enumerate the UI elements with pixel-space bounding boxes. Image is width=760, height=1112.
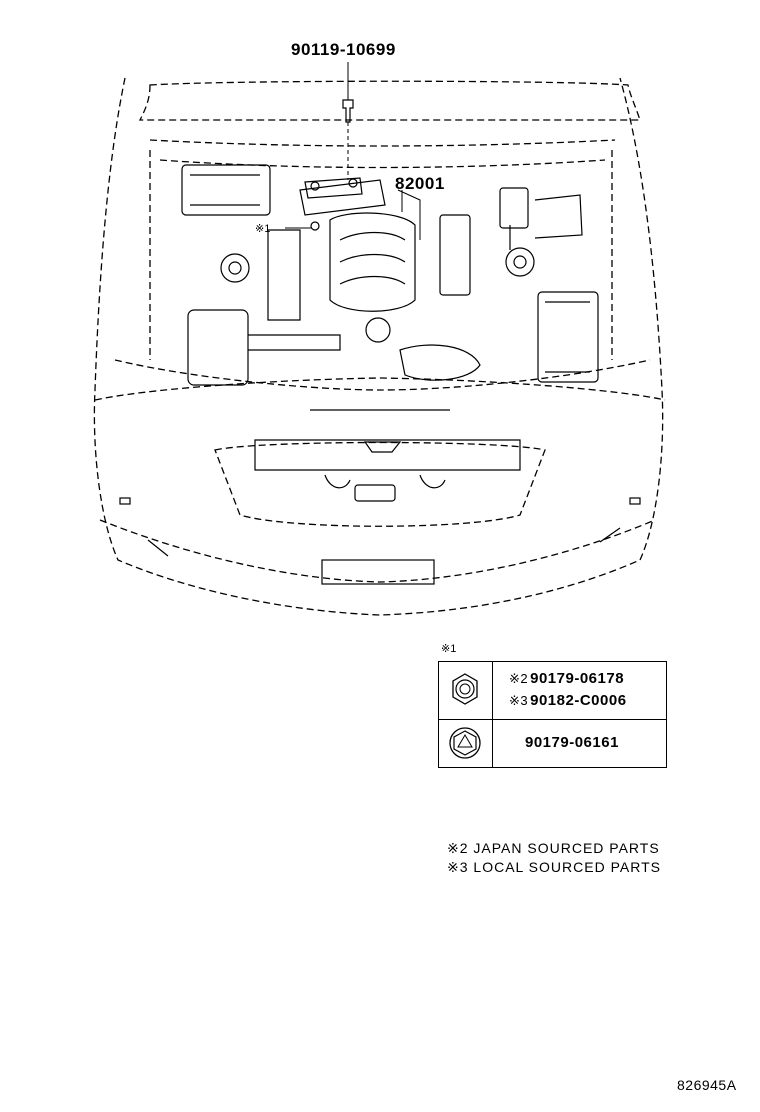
part-code: 90179-06178 bbox=[530, 670, 625, 687]
part-code: 90179-06161 bbox=[525, 734, 619, 751]
relay-box bbox=[537, 291, 599, 383]
figure-id: 826945A bbox=[677, 1077, 737, 1093]
air-cleaner bbox=[187, 309, 249, 386]
cowl-line bbox=[159, 159, 606, 169]
flange-nut-icon bbox=[449, 727, 481, 759]
hood-seal bbox=[149, 139, 616, 147]
legend-header: ※1 bbox=[441, 643, 457, 655]
throttle-body bbox=[365, 317, 391, 343]
intake-manifold bbox=[329, 212, 416, 312]
strut-right bbox=[505, 247, 535, 277]
part-number-main[interactable]: 82001 bbox=[395, 174, 445, 193]
battery-box bbox=[181, 164, 271, 216]
fender-left bbox=[93, 77, 664, 616]
source-mark: ※3 bbox=[509, 693, 529, 708]
front-edge bbox=[114, 359, 651, 391]
legend-code-line[interactable]: 90179-06161 bbox=[525, 734, 619, 751]
legend-row: 90179-06161 bbox=[439, 720, 666, 767]
bumper-lower bbox=[99, 519, 656, 583]
part-code: 90182-C0006 bbox=[530, 692, 627, 709]
grille-outline bbox=[214, 441, 546, 527]
note-local-sourced: ※3 LOCAL SOURCED PARTS bbox=[447, 859, 661, 875]
hood-outline bbox=[138, 80, 641, 121]
hex-nut-icon bbox=[452, 673, 478, 705]
part-number-top[interactable]: 90119-10699 bbox=[291, 40, 396, 59]
legend-icon-cell bbox=[439, 720, 493, 767]
legend-icon-cell bbox=[439, 662, 493, 719]
source-mark: ※2 bbox=[509, 671, 529, 686]
note-japan-sourced: ※2 JAPAN SOURCED PARTS bbox=[447, 840, 660, 856]
bumper-outline bbox=[94, 377, 666, 401]
leader-82001 bbox=[397, 189, 421, 240]
bolt-90119 bbox=[342, 99, 354, 123]
bracket-82001 bbox=[304, 177, 363, 199]
reference-mark-1: ※1 bbox=[255, 223, 271, 235]
strut-left bbox=[220, 253, 250, 283]
